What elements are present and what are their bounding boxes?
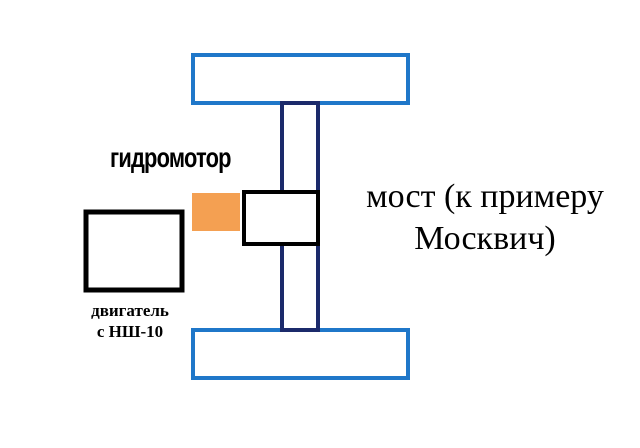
axle-label-line-2: Москвич) [414,220,556,257]
engine-label: двигатель с НШ-10 [60,300,200,342]
engine-label-line-1: двигатель [91,301,169,320]
engine-label-line-2: с НШ-10 [96,322,164,341]
top-wheel [191,53,410,105]
hydromotor-label: гидромотор [110,142,232,173]
axle-label: мост (к примеру Москвич) [340,176,630,260]
differential-box [242,190,320,246]
engine-box [83,209,185,293]
bottom-wheel [191,328,410,380]
hydromotor-block [192,193,240,231]
axle-label-line-1: мост (к примеру [366,178,604,215]
